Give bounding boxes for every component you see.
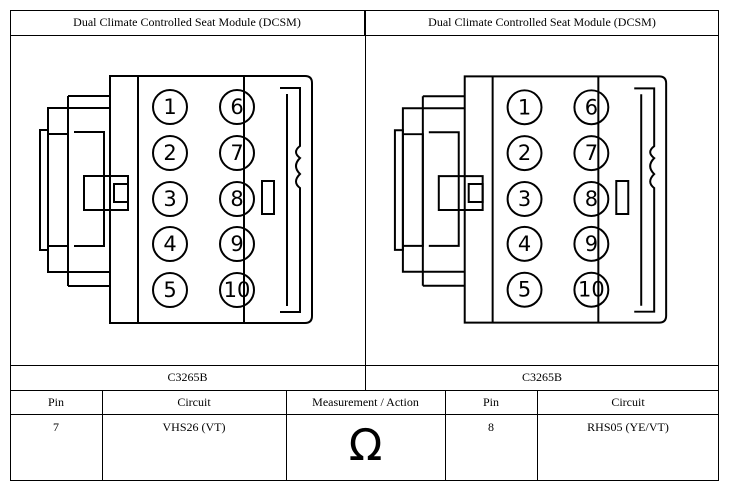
pin-number: 6: [230, 95, 243, 119]
pin-number: 9: [585, 232, 598, 256]
pin-number: 4: [163, 232, 176, 256]
pin-number: 6: [585, 95, 598, 119]
header-circuit-a: Circuit: [177, 395, 211, 409]
pin-number: 8: [230, 187, 243, 211]
table-col-divider: [286, 390, 287, 481]
pin-number: 10: [578, 278, 605, 302]
row-pin-b: 8: [488, 420, 494, 434]
connector-label-left: C3265B: [167, 370, 208, 384]
table-col-divider: [102, 390, 103, 481]
pin-number: 3: [163, 187, 176, 211]
pin-number: 10: [224, 278, 251, 302]
module-title-right: Dual Climate Controlled Seat Module (DCS…: [428, 15, 656, 29]
ohm-icon: Ω: [348, 420, 383, 471]
row-circuit-a: VHS26 (VT): [162, 420, 226, 434]
connector-diagram-left: 1 2 3 4 5 6 7 8 9 10: [39, 75, 313, 324]
table-header-divider: [10, 414, 719, 415]
header-divider: [10, 35, 719, 36]
pin-number: 8: [585, 187, 598, 211]
pin-number: 9: [230, 232, 243, 256]
pin-number: 1: [518, 95, 531, 119]
table-top-divider: [10, 390, 719, 391]
pin-number: 3: [518, 187, 531, 211]
pin-number: 2: [518, 141, 531, 165]
connector-label-divider: [10, 365, 719, 366]
pin-number: 4: [518, 232, 531, 256]
header-measurement: Measurement / Action: [312, 395, 419, 409]
pin-number: 5: [163, 278, 176, 302]
row-circuit-b: RHS05 (YE/VT): [587, 420, 669, 434]
pin-number: 7: [230, 141, 243, 165]
header-circuit-b: Circuit: [611, 395, 645, 409]
header-pin-b: Pin: [482, 395, 499, 409]
connector-label-right: C3265B: [521, 370, 562, 384]
connector-body: [393, 75, 668, 324]
pin-number: 2: [163, 141, 176, 165]
table-col-divider: [537, 390, 538, 481]
pin-number: 7: [585, 141, 598, 165]
row-pin-a: 7: [53, 420, 59, 434]
panel-divider: [365, 10, 366, 390]
connector-body: [39, 75, 313, 324]
pin-circles: [506, 89, 610, 308]
table-col-divider: [445, 390, 446, 481]
header-pin-a: Pin: [47, 395, 64, 409]
pin-circles: [152, 89, 255, 308]
module-title-left: Dual Climate Controlled Seat Module (DCS…: [10, 10, 365, 35]
pin-number: 1: [163, 95, 176, 119]
connector-diagram-right: 1 2 3 4 5 6 7 8 9 10: [393, 75, 668, 324]
pin-number: 5: [518, 278, 531, 302]
